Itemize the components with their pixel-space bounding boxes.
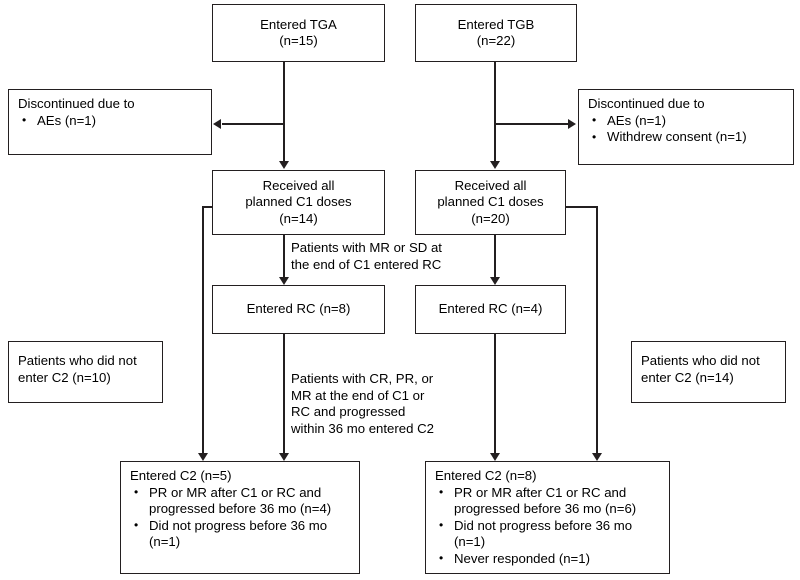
list-item: AEs (n=1) <box>588 112 786 130</box>
list-item: PR or MR after C1 or RC and progressed b… <box>435 484 662 518</box>
connector-tga-to-received <box>283 62 285 162</box>
list-item: Never responded (n=1) <box>435 550 662 568</box>
entered-tga-line1: Entered TGA <box>260 16 337 32</box>
discontinued-left-bullets: AEs (n=1) <box>18 112 204 130</box>
connector-receivedleft-to-rcleft <box>283 235 285 280</box>
box-received-left: Received all planned C1 doses (n=14) <box>212 170 385 235</box>
arrowhead-c2right-from-received <box>592 453 602 461</box>
arrowhead-rcright <box>490 277 500 285</box>
discontinued-right-header: Discontinued due to <box>588 96 705 111</box>
arrowhead-discontinued-right <box>568 119 576 129</box>
arrowhead-c2left-from-rc <box>279 453 289 461</box>
arrowhead-tga-to-received <box>279 161 289 169</box>
note-c2-line2: MR at the end of C1 or <box>291 387 425 403</box>
connector-tgb-to-discontinued-right <box>496 123 568 125</box>
list-item: Did not progress before 36 mo (n=1) <box>435 517 662 551</box>
received-left-line1: Received all <box>262 177 335 193</box>
received-left-line3: (n=14) <box>279 210 318 226</box>
connector-receivedright-to-rcright <box>494 235 496 280</box>
connector-receivedright-bypass-down <box>596 206 598 457</box>
box-entered-tga: Entered TGA (n=15) <box>212 4 385 62</box>
box-entered-tgb: Entered TGB (n=22) <box>415 4 577 62</box>
list-item: AEs (n=1) <box>18 112 204 130</box>
note-rc-line1: Patients with MR or SD at <box>291 240 442 255</box>
discontinued-left-header: Discontinued due to <box>18 96 135 111</box>
note-c2-line3: RC and progressed <box>291 404 406 419</box>
discontinued-right-bullets: AEs (n=1) Withdrew consent (n=1) <box>588 112 786 146</box>
arrowhead-c2right-from-rc <box>490 453 500 461</box>
note-c2-line1: Patients with CR, PR, or <box>291 371 434 386</box>
note-c2-line4: within 36 mo entered C2 <box>291 420 434 436</box>
box-entered-rc-right: Entered RC (n=4) <box>415 285 566 334</box>
c2-left-header: Entered C2 (n=5) <box>130 468 232 483</box>
box-entered-rc-left: Entered RC (n=8) <box>212 285 385 334</box>
arrowhead-discontinued-left <box>213 119 221 129</box>
connector-rcright-to-c2right <box>494 334 496 456</box>
box-not-entered-c2-right: Patients who did not enter C2 (n=14) <box>631 341 786 403</box>
c2-left-bullets: PR or MR after C1 or RC and progressed b… <box>130 484 352 551</box>
no-c2-right-line1: Patients who did not <box>641 353 760 368</box>
box-discontinued-left: Discontinued due to AEs (n=1) <box>8 89 212 155</box>
entered-tgb-line2: (n=22) <box>476 33 516 48</box>
connector-tgb-to-received <box>494 62 496 162</box>
received-right-line3: (n=20) <box>471 210 510 226</box>
box-discontinued-right: Discontinued due to AEs (n=1) Withdrew c… <box>578 89 794 165</box>
list-item: Withdrew consent (n=1) <box>588 129 786 146</box>
rc-left-line1: Entered RC (n=8) <box>246 301 351 317</box>
list-item: Did not progress before 36 mo (n=1) <box>130 517 352 551</box>
received-right-line1: Received all <box>454 177 527 193</box>
arrowhead-c2left-from-received <box>197 453 208 461</box>
entered-tga-line2: (n=15) <box>279 33 318 48</box>
box-entered-c2-left: Entered C2 (n=5) PR or MR after C1 or RC… <box>120 461 360 574</box>
connector-receivedleft-bypass-down <box>202 206 204 457</box>
list-item: PR or MR after C1 or RC and progressed b… <box>130 484 352 518</box>
note-rc-line2: the end of C1 entered RC <box>291 256 442 272</box>
box-not-entered-c2-left: Patients who did not enter C2 (n=10) <box>8 341 163 403</box>
arrowhead-tgb-to-received <box>490 161 500 169</box>
arrowhead-rcleft <box>279 277 289 285</box>
no-c2-left-line1: Patients who did not <box>18 353 137 368</box>
box-entered-c2-right: Entered C2 (n=8) PR or MR after C1 or RC… <box>425 461 670 574</box>
connector-receivedleft-side-exit <box>202 206 214 208</box>
received-right-line2: planned C1 doses <box>437 194 544 210</box>
no-c2-left-line2: enter C2 (n=10) <box>18 369 111 385</box>
received-left-line2: planned C1 doses <box>245 194 352 210</box>
c2-right-header: Entered C2 (n=8) <box>435 468 537 483</box>
connector-receivedright-side-exit <box>564 206 598 208</box>
connector-rcleft-to-c2left <box>283 334 285 456</box>
no-c2-right-line2: enter C2 (n=14) <box>641 369 734 385</box>
note-c2-criteria: Patients with CR, PR, or MR at the end o… <box>291 371 491 437</box>
note-rc-criteria: Patients with MR or SD at the end of C1 … <box>291 240 506 273</box>
entered-tgb-line1: Entered TGB <box>457 16 535 32</box>
box-received-right: Received all planned C1 doses (n=20) <box>415 170 566 235</box>
c2-right-bullets: PR or MR after C1 or RC and progressed b… <box>435 484 662 568</box>
connector-tga-to-discontinued-left <box>222 123 284 125</box>
rc-right-line1: Entered RC (n=4) <box>438 301 543 317</box>
